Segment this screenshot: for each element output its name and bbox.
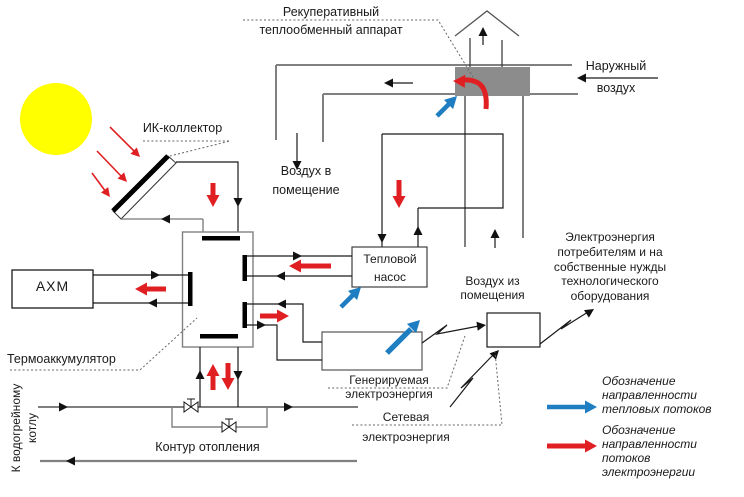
axm-pipes [93, 274, 188, 304]
heat-pump-box [351, 246, 428, 288]
thermal-accumulator-label: Термоаккумулятор [7, 352, 116, 366]
legend-electricity-flows-label: Обозначение направленности потоков элект… [602, 423, 697, 480]
recuperator-label: Рекуперативный теплообменный аппарат [259, 5, 403, 37]
heat-pump-label: Тепловой насос [363, 252, 417, 284]
electric-zigzag-arrows [421, 311, 589, 408]
generated-electricity-label: Генерируемая электроэнергия [345, 373, 433, 402]
thermal-accumulator-tank [181, 231, 254, 348]
heating-loop-label: Контур отопления [155, 440, 260, 454]
recuperator-ducts [275, 64, 578, 247]
generator-box [321, 331, 423, 371]
to-boiler-label: К водогрейному котлу [9, 383, 39, 473]
axm-box [11, 269, 94, 309]
sun-rays [91, 126, 136, 193]
air-to-room-label: Воздух в помещение [272, 164, 340, 198]
grid-electricity-label: Сетевая электроэнергия [362, 410, 450, 445]
distribution-box [486, 312, 541, 348]
generator-pipes [247, 303, 322, 361]
outside-air-label: Наружный воздух [585, 59, 647, 95]
valve-bypass [221, 418, 237, 433]
air-from-room-label: Воздух из помещения [460, 274, 525, 303]
legend-heat-flows-label: Обозначение направленности тепловых пото… [602, 374, 712, 417]
leader-lines [10, 19, 503, 426]
sun [20, 83, 92, 155]
blue-direction-arrows [339, 91, 597, 414]
red-direction-arrows [135, 74, 597, 453]
electricity-consumers-label: Электроэнергия потребителям и на собстве… [553, 230, 667, 303]
valve-main [183, 398, 199, 413]
ik-collector-label: ИК-коллектор [142, 121, 223, 135]
axm-label: АХМ [35, 278, 70, 294]
solar-collector [111, 154, 239, 232]
exhaust-stack [454, 10, 520, 67]
